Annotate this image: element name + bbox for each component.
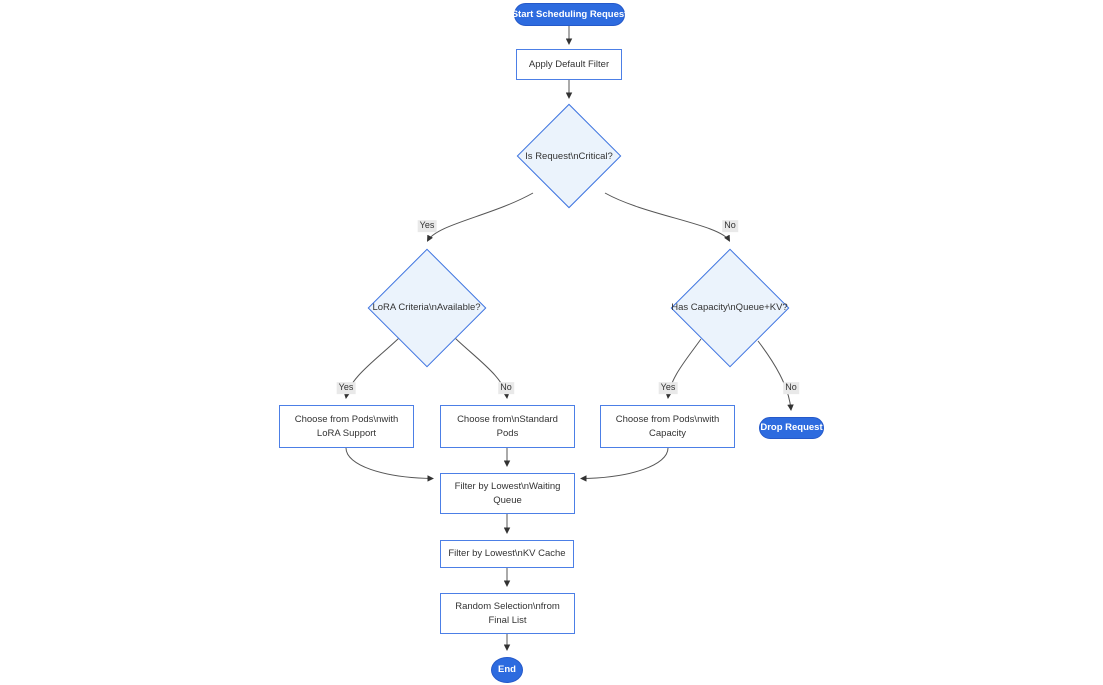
node-choose-standard-pods: Choose from\nStandard Pods (440, 405, 575, 448)
edge-label-critical-no: No (722, 220, 738, 232)
node-start-label: Start Scheduling Request (511, 8, 628, 20)
edge-label-critical-yes: Yes (417, 220, 437, 232)
node-filter-kv-cache: Filter by Lowest\nKV Cache (440, 540, 574, 568)
edge-chooselora-filterqueue (345, 447, 434, 482)
node-apply-filter: Apply Default Filter (516, 49, 622, 80)
decision-lora-criteria: LoRA Criteria\nAvailable? (367, 248, 486, 367)
node-filter-waiting-queue-line2: Queue (493, 494, 522, 506)
node-filter-waiting-queue: Filter by Lowest\nWaiting Queue (440, 473, 575, 514)
node-choose-capacity-pods-line1: Choose from Pods\nwith (615, 414, 720, 426)
node-choose-lora-pods: Choose from Pods\nwith LoRA Support (279, 405, 414, 448)
node-choose-capacity-pods-line2: Capacity (649, 427, 686, 439)
decision-has-capacity-label: Has Capacity\nQueue+KV? (671, 302, 788, 313)
node-choose-lora-pods-line2: LoRA Support (316, 427, 377, 439)
edge-choosecap-filterqueue (580, 447, 669, 482)
node-drop-request-label: Drop Request (760, 422, 823, 434)
edge-label-capacity-yes: Yes (658, 382, 678, 394)
node-choose-standard-pods-line2: Pods (496, 427, 519, 439)
node-filter-waiting-queue-line1: Filter by Lowest\nWaiting (454, 481, 561, 493)
node-end: End (491, 657, 523, 683)
node-choose-lora-pods-line1: Choose from Pods\nwith (294, 414, 399, 426)
edge-label-capacity-no: No (783, 382, 799, 394)
node-random-selection-line2: Final List (488, 614, 527, 626)
edge-label-lora-no: No (498, 382, 514, 394)
node-filter-kv-cache-label: Filter by Lowest\nKV Cache (448, 548, 566, 560)
node-drop-request: Drop Request (759, 417, 824, 439)
node-apply-filter-label: Apply Default Filter (528, 58, 610, 70)
node-random-selection-line1: Random Selection\nfrom (455, 601, 560, 613)
decision-lora-criteria-label: LoRA Criteria\nAvailable? (372, 302, 481, 313)
node-end-label: End (498, 664, 516, 676)
decision-is-critical-label: Is Request\nCritical? (525, 150, 613, 162)
edge-label-lora-yes: Yes (336, 382, 356, 394)
node-start: Start Scheduling Request (511, 3, 628, 26)
decision-is-critical: Is Request\nCritical? (516, 103, 622, 209)
node-choose-capacity-pods: Choose from Pods\nwith Capacity (600, 405, 735, 448)
node-choose-standard-pods-line1: Choose from\nStandard (457, 414, 558, 426)
decision-has-capacity: Has Capacity\nQueue+KV? (670, 248, 789, 367)
edge-critical-capacity (604, 192, 730, 242)
node-random-selection: Random Selection\nfrom Final List (440, 593, 575, 634)
